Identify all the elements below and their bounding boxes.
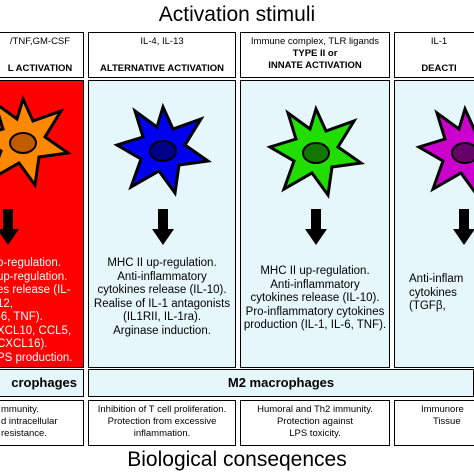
effect-line: p-regulation. [0, 257, 61, 269]
biological-consequences-title: Biological conseqences [127, 448, 347, 471]
panel-classical: p-regulation. up-regulation. es release … [0, 80, 84, 368]
macrophage-cell-icon [415, 104, 474, 194]
effect-line: cytokines release (IL-10). [250, 292, 380, 304]
down-arrow-icon [0, 209, 19, 245]
activation-label: ALTERNATIVE ACTIVATION [99, 63, 225, 74]
effects-list: Anti-inflam cytokines (TGFβ, [409, 273, 474, 314]
panel-deactivation: Anti-inflam cytokines (TGFβ, [394, 80, 474, 368]
activation-label: DEACTI [421, 63, 457, 74]
macrophage-cell-icon [0, 94, 73, 189]
consequence-line: Immunore [421, 404, 464, 415]
stimuli-box-innate: Immune complex, TLR ligands TYPE II or I… [240, 32, 390, 78]
consequence-box-innate: Humoral and Th2 immunity. Protection aga… [240, 400, 390, 446]
stimuli-text: IL-1 [430, 36, 448, 47]
consequence-line: inflammation. [133, 428, 191, 439]
consequence-box-deactivation: Immunore Tissue [394, 400, 474, 446]
consequence-line: resistance. [1, 428, 47, 439]
effect-line: Realise of IL-1 antagonists [93, 297, 231, 310]
stimuli-box-classical: /TNF,GM-CSF L ACTIVATION [0, 32, 84, 78]
consequence-line: Inhibition of T cell proliferation. [97, 404, 227, 415]
effects-list: p-regulation. up-regulation. es release … [0, 257, 83, 365]
effect-line: -6, TNF). [0, 311, 43, 323]
down-arrow-icon [152, 209, 174, 245]
effect-line: XCL10, CCL5, [0, 324, 72, 337]
effect-line: MHC II up-regulation. [107, 257, 217, 269]
effect-line: Arginase induction. [113, 324, 211, 337]
panel-alternative: MHC II up-regulation. Anti-inflammatory … [88, 80, 236, 368]
consequence-line: Protection from excessive [107, 416, 217, 427]
effect-line: CXCL16). [0, 338, 48, 350]
macrophage-cell-icon [113, 102, 213, 197]
effect-line: up-regulation. [0, 270, 68, 283]
effect-line: Anti-inflam [409, 273, 464, 285]
consequence-box-classical: mmunity. d intracellular resistance. [0, 400, 84, 446]
activation-label: L ACTIVATION [7, 63, 73, 74]
stimuli-box-alternative: IL-4, IL-13 ALTERNATIVE ACTIVATION [88, 32, 236, 78]
m2-macrophages-label: M2 macrophages [88, 369, 474, 397]
stimuli-text: /TNF,GM-CSF [9, 36, 71, 47]
activation-stimuli-title: Activation stimuli [158, 3, 316, 26]
consequence-line: d intracellular [1, 416, 58, 427]
effect-line: Anti-inflammatory [117, 270, 207, 283]
effect-line: MHC II up-regulation. [260, 265, 370, 277]
effects-list: MHC II up-regulation. Anti-inflammatory … [241, 265, 389, 333]
stimuli-box-deactivation: IL-1 DEACTI [394, 32, 474, 78]
effect-line: (TGFβ, [409, 300, 446, 312]
consequence-line: Tissue [433, 416, 461, 427]
consequence-box-alternative: Inhibition of T cell proliferation. Prot… [88, 400, 236, 446]
effect-line: production (IL-1, IL-6, TNF). [243, 319, 387, 331]
stimuli-text: IL-4, IL-13 [140, 36, 184, 47]
activation-label: INNATE ACTIVATION [268, 60, 362, 71]
panel-innate: MHC II up-regulation. Anti-inflammatory … [240, 80, 390, 368]
stimuli-text: Immune complex, TLR ligands [250, 36, 380, 47]
effect-line: (IL1RII, IL-1ra). [123, 311, 201, 323]
macrophage-cell-icon [266, 104, 366, 199]
effect-line: cytokines release (IL-10). [97, 284, 227, 296]
down-arrow-icon [453, 209, 474, 245]
effect-line: Anti-inflammatory [270, 278, 360, 291]
m1-macrophages-label: crophages [0, 369, 84, 397]
consequence-line: Protection against [276, 416, 354, 427]
effect-line: Pro-inflammatory cytokines [245, 305, 385, 318]
consequence-line: Humoral and Th2 immunity. [257, 404, 373, 415]
effect-line: PS production. [0, 351, 73, 364]
consequence-line: mmunity. [1, 404, 39, 415]
effect-line: cytokines [409, 286, 457, 299]
effect-line: es release (IL-12, [0, 284, 71, 310]
type-line: TYPE II or [292, 48, 338, 59]
effects-list: MHC II up-regulation. Anti-inflammatory … [89, 257, 235, 338]
down-arrow-icon [305, 209, 327, 245]
consequence-line: LPS toxicity. [289, 428, 341, 439]
